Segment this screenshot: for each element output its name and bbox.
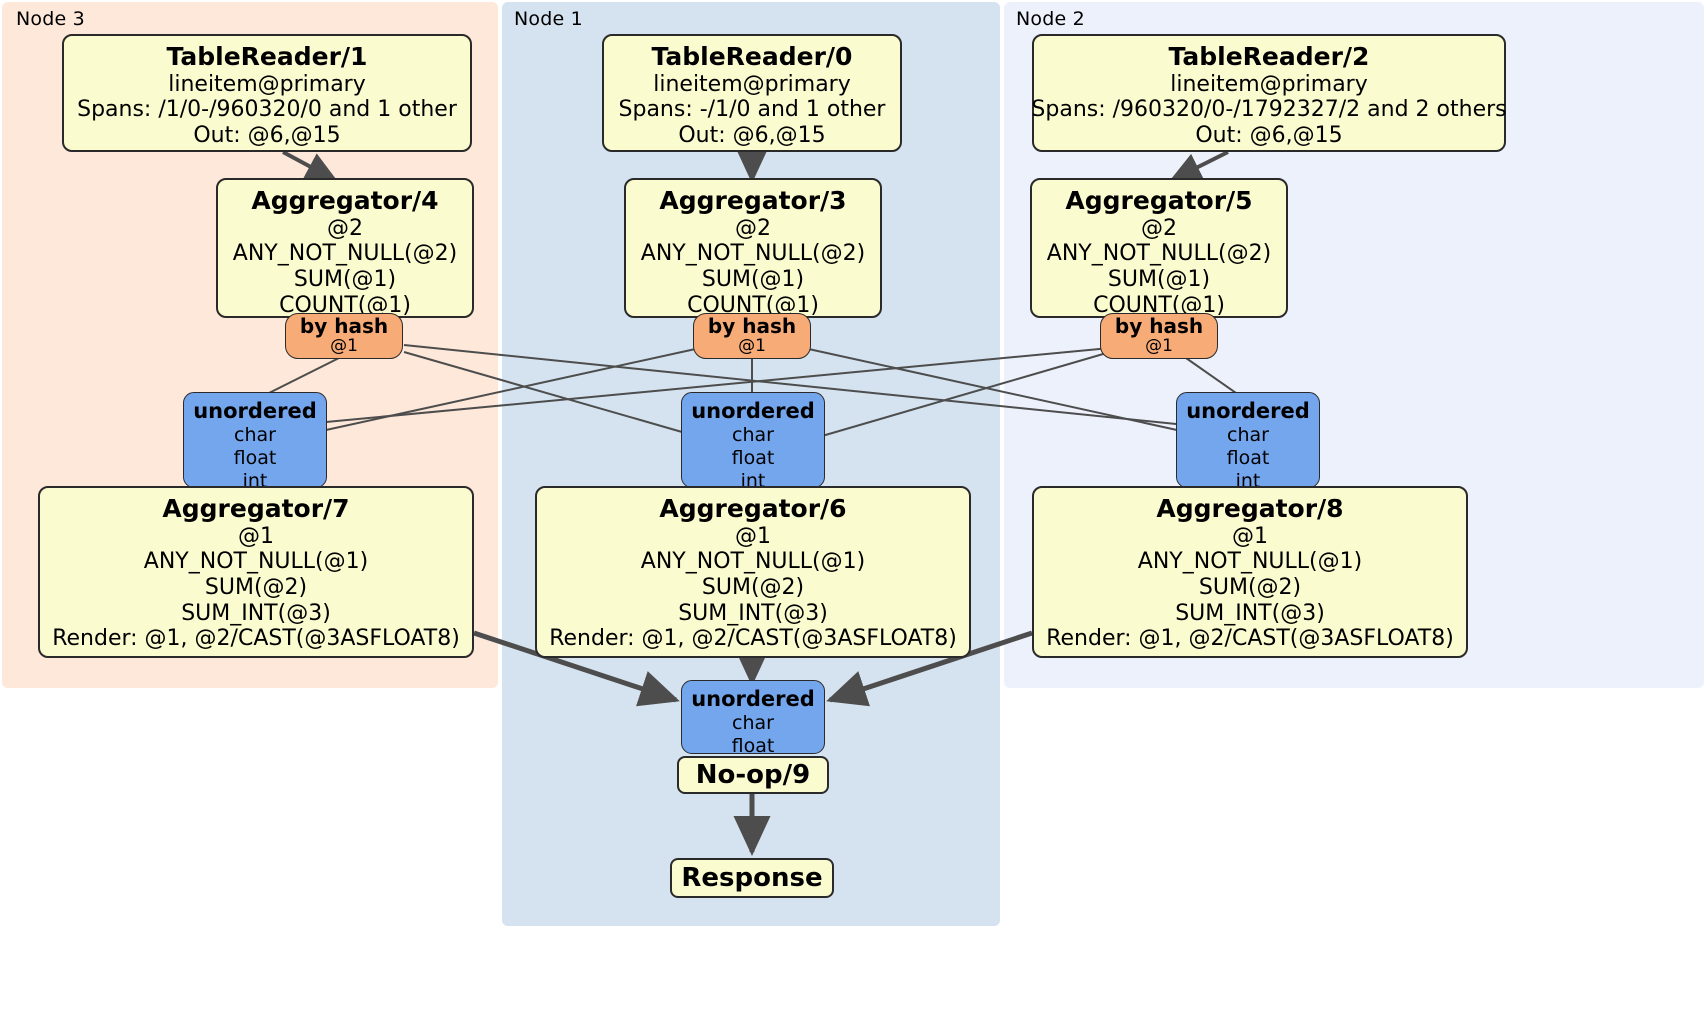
- processor-detail: ANY_NOT_NULL(@1): [640, 549, 866, 575]
- processor-detail: ANY_NOT_NULL(@2): [640, 241, 866, 267]
- processor-detail: SUM(@2): [1198, 574, 1302, 600]
- region-label-node-3: Node 3: [16, 8, 85, 30]
- processor-title: No-op/9: [695, 760, 811, 790]
- processor-detail: SUM(@2): [204, 574, 308, 600]
- processor-response[interactable]: Response: [670, 858, 834, 898]
- processor-detail: Spans: /1/0-/960320/0 and 1 other: [77, 97, 457, 123]
- processor-aggregator-6[interactable]: Aggregator/6 @1 ANY_NOT_NULL(@1) SUM(@2)…: [535, 486, 971, 658]
- synchronizer-unordered-final[interactable]: unordered char float: [681, 680, 825, 757]
- processor-title: Response: [681, 863, 823, 893]
- router-by-hash-right[interactable]: by hash @1: [1100, 313, 1218, 359]
- processor-aggregator-3[interactable]: Aggregator/3 @2 ANY_NOT_NULL(@2) SUM(@1)…: [624, 178, 882, 318]
- processor-detail: SUM_INT(@3): [181, 600, 331, 626]
- processor-detail: Out: @6,@15: [193, 122, 341, 148]
- processor-detail: Render: @1, @2/CAST(@3ASFLOAT8): [52, 626, 460, 652]
- processor-detail: SUM_INT(@3): [1175, 600, 1325, 626]
- processor-title: Aggregator/5: [1065, 186, 1253, 215]
- synchronizer-detail: float: [731, 734, 775, 757]
- processor-title: TableReader/0: [651, 42, 853, 71]
- processor-detail: ANY_NOT_NULL(@1): [143, 549, 369, 575]
- processor-table-reader-2[interactable]: TableReader/2 lineitem@primary Spans: /9…: [1031, 34, 1507, 152]
- processor-title: Aggregator/7: [162, 494, 350, 523]
- processor-detail: lineitem@primary: [168, 71, 366, 97]
- processor-detail: Render: @1, @2/CAST(@3ASFLOAT8): [549, 626, 957, 652]
- synchronizer-detail: char: [1227, 424, 1269, 447]
- processor-detail: Out: @6,@15: [1195, 122, 1343, 148]
- processor-aggregator-8[interactable]: Aggregator/8 @1 ANY_NOT_NULL(@1) SUM(@2)…: [1032, 486, 1468, 658]
- processor-detail: lineitem@primary: [653, 71, 851, 97]
- processor-title: Aggregator/3: [659, 186, 847, 215]
- synchronizer-detail: char: [732, 712, 774, 735]
- processor-detail: Spans: /960320/0-/1792327/2 and 2 others: [1031, 97, 1507, 123]
- synchronizer-detail: char: [234, 424, 276, 447]
- synchronizer-detail: float: [731, 446, 775, 469]
- processor-detail: Render: @1, @2/CAST(@3ASFLOAT8): [1046, 626, 1454, 652]
- processor-detail: @2: [735, 215, 771, 241]
- router-detail: @1: [1145, 336, 1173, 357]
- processor-detail: lineitem@primary: [1170, 71, 1368, 97]
- processor-detail: Out: @6,@15: [678, 122, 826, 148]
- processor-aggregator-7[interactable]: Aggregator/7 @1 ANY_NOT_NULL(@1) SUM(@2)…: [38, 486, 474, 658]
- router-title: by hash: [707, 314, 797, 339]
- region-label-node-2: Node 2: [1016, 8, 1085, 30]
- processor-detail: @1: [735, 523, 771, 549]
- processor-detail: @2: [1141, 215, 1177, 241]
- processor-detail: ANY_NOT_NULL(@2): [1046, 241, 1272, 267]
- region-label-node-1: Node 1: [514, 8, 583, 30]
- processor-detail: SUM(@1): [293, 266, 397, 292]
- synchronizer-title: unordered: [1186, 399, 1310, 423]
- synchronizer-title: unordered: [193, 399, 317, 423]
- router-title: by hash: [1114, 314, 1204, 339]
- processor-detail: SUM(@1): [701, 266, 805, 292]
- processor-detail: @1: [238, 523, 274, 549]
- processor-table-reader-0[interactable]: TableReader/0 lineitem@primary Spans: -/…: [602, 34, 902, 152]
- processor-aggregator-5[interactable]: Aggregator/5 @2 ANY_NOT_NULL(@2) SUM(@1)…: [1030, 178, 1288, 318]
- synchronizer-title: unordered: [691, 399, 815, 423]
- processor-detail: @1: [1232, 523, 1268, 549]
- router-by-hash-left[interactable]: by hash @1: [285, 313, 403, 359]
- synchronizer-detail: char: [732, 424, 774, 447]
- processor-table-reader-1[interactable]: TableReader/1 lineitem@primary Spans: /1…: [62, 34, 472, 152]
- synchronizer-unordered-left[interactable]: unordered char float int: [183, 392, 327, 492]
- processor-title: Aggregator/8: [1156, 494, 1344, 523]
- processor-detail: ANY_NOT_NULL(@1): [1137, 549, 1363, 575]
- processor-detail: Spans: -/1/0 and 1 other: [618, 97, 886, 123]
- synchronizer-unordered-center[interactable]: unordered char float int: [681, 392, 825, 492]
- synchronizer-unordered-right[interactable]: unordered char float int: [1176, 392, 1320, 492]
- processor-detail: ANY_NOT_NULL(@2): [232, 241, 458, 267]
- processor-title: TableReader/2: [1168, 42, 1370, 71]
- synchronizer-detail: float: [233, 446, 277, 469]
- processor-detail: SUM(@1): [1107, 266, 1211, 292]
- processor-detail: SUM_INT(@3): [678, 600, 828, 626]
- router-title: by hash: [299, 314, 389, 339]
- processor-title: TableReader/1: [166, 42, 368, 71]
- synchronizer-title: unordered: [691, 687, 815, 711]
- synchronizer-detail: float: [1226, 446, 1270, 469]
- processor-noop-9[interactable]: No-op/9: [677, 756, 829, 794]
- processor-detail: SUM(@2): [701, 574, 805, 600]
- router-detail: @1: [330, 336, 358, 357]
- processor-aggregator-4[interactable]: Aggregator/4 @2 ANY_NOT_NULL(@2) SUM(@1)…: [216, 178, 474, 318]
- processor-title: Aggregator/6: [659, 494, 847, 523]
- router-by-hash-center[interactable]: by hash @1: [693, 313, 811, 359]
- router-detail: @1: [738, 336, 766, 357]
- processor-detail: @2: [327, 215, 363, 241]
- processor-title: Aggregator/4: [251, 186, 439, 215]
